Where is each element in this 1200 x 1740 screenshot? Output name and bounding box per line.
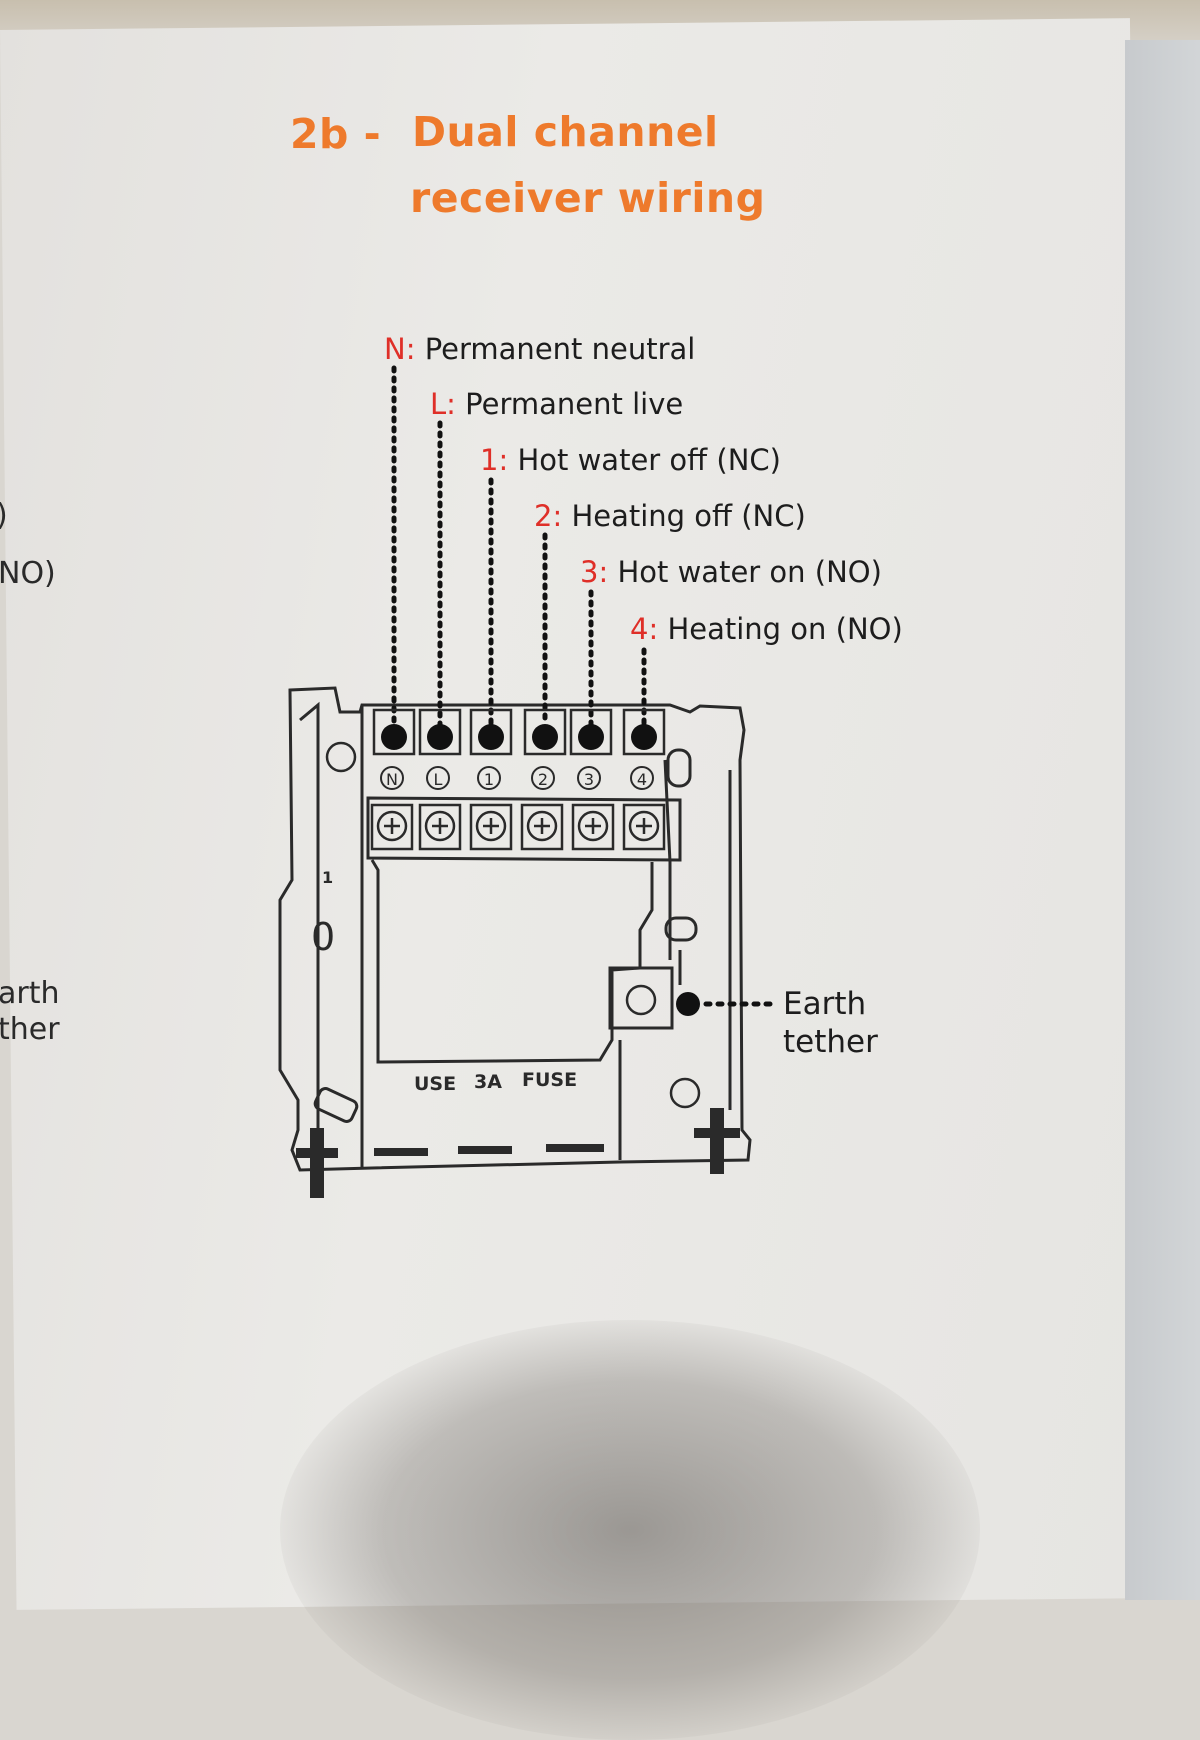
fuse-text-use: USE [414,1073,456,1095]
terminal-screw-housing [622,803,666,851]
fuse-text-rating: 3A [474,1071,502,1093]
section-title-line1: Dual channel [412,108,719,156]
terminal-dot [478,724,504,750]
terminal-slot [622,708,666,756]
terminal-marker: 4 [637,770,647,789]
screw-slot-icon [585,818,601,834]
earth-dot [676,992,700,1016]
screw-slot-icon [384,818,400,834]
left-page-fragment: NO) [0,556,56,591]
terminal-slot [569,708,613,756]
terminal-slot [469,708,513,756]
earth-label-line1: Earth [783,986,867,1022]
backplate-outline [278,686,752,1172]
terminal-marker: 2 [538,770,548,789]
screw-slot-icon [534,818,550,834]
left-page-fragment: ther [0,1012,60,1047]
terminal-marker-ring [531,766,555,790]
terminal-screw-housing [520,803,564,851]
terminal-screw-icon [628,810,660,842]
terminal-screw-housing [370,803,414,851]
screw-icon [325,741,357,773]
label-terminal-4: 4: Heating on (NO) [630,612,903,646]
terminal-marker: 3 [584,770,594,789]
terminal-slot [523,708,567,756]
label-terminal-2: 2: Heating off (NC) [534,499,806,533]
side-slot: 0 [311,915,335,959]
terminal-screw-icon [376,810,408,842]
label-neutral: N: Permanent neutral [384,332,696,366]
terminal-marker-ring [380,766,404,790]
terminal-marker: 1 [484,770,494,789]
terminal-screw-icon [424,810,456,842]
fuse-text-fuse: FUSE [522,1069,577,1091]
label-live: L: Permanent live [430,387,684,421]
section-number: 2b - [290,110,382,158]
left-page-fragment: arth [0,976,60,1011]
section-title-line2: receiver wiring [410,174,766,222]
mounting-screws [325,741,701,1109]
terminal-dot [381,724,407,750]
terminal-dot [631,724,657,750]
side-mark: 1 [322,868,333,887]
screw-icon [669,1077,701,1109]
terminal-dot [427,724,453,750]
base-fixings [296,1108,740,1198]
terminal-screw-icon [577,810,609,842]
earth-tether-label: Earth tether [783,985,878,1061]
wiring-diagram: 1 0 USE 3A FUSE N L 1 2 3 4 [278,365,781,1198]
screw-slot-icon [432,818,448,834]
left-page-fragment: ) [0,498,8,533]
terminal-marker-ring [477,766,501,790]
terminal-marker-ring [630,766,654,790]
terminal-dot [578,724,604,750]
terminal-marker: N [386,770,398,789]
terminal-marker-ring [577,766,601,790]
terminal-marker: L [434,770,443,789]
screw-slot-icon [636,818,652,834]
terminal-slot [372,708,416,756]
label-terminal-1: 1: Hot water off (NC) [480,443,781,477]
background-right [1125,40,1200,1600]
earth-connector [676,992,781,1016]
label-terminal-3: 3: Hot water on (NO) [580,555,882,589]
terminal-screw-icon [526,810,558,842]
earth-label-line2: tether [783,1024,878,1060]
screw-slot-icon [483,818,499,834]
terminal-screw-housing [571,803,615,851]
terminal-screw-housing [469,803,513,851]
terminal-block: N L 1 2 3 4 [370,365,666,851]
terminal-slot [418,708,462,756]
terminal-dot [532,724,558,750]
terminal-screw-housing [418,803,462,851]
photo-shadow [280,1320,980,1740]
terminal-screw-icon [475,810,507,842]
earth-screw-icon [625,984,657,1016]
terminal-marker-ring [426,766,450,790]
